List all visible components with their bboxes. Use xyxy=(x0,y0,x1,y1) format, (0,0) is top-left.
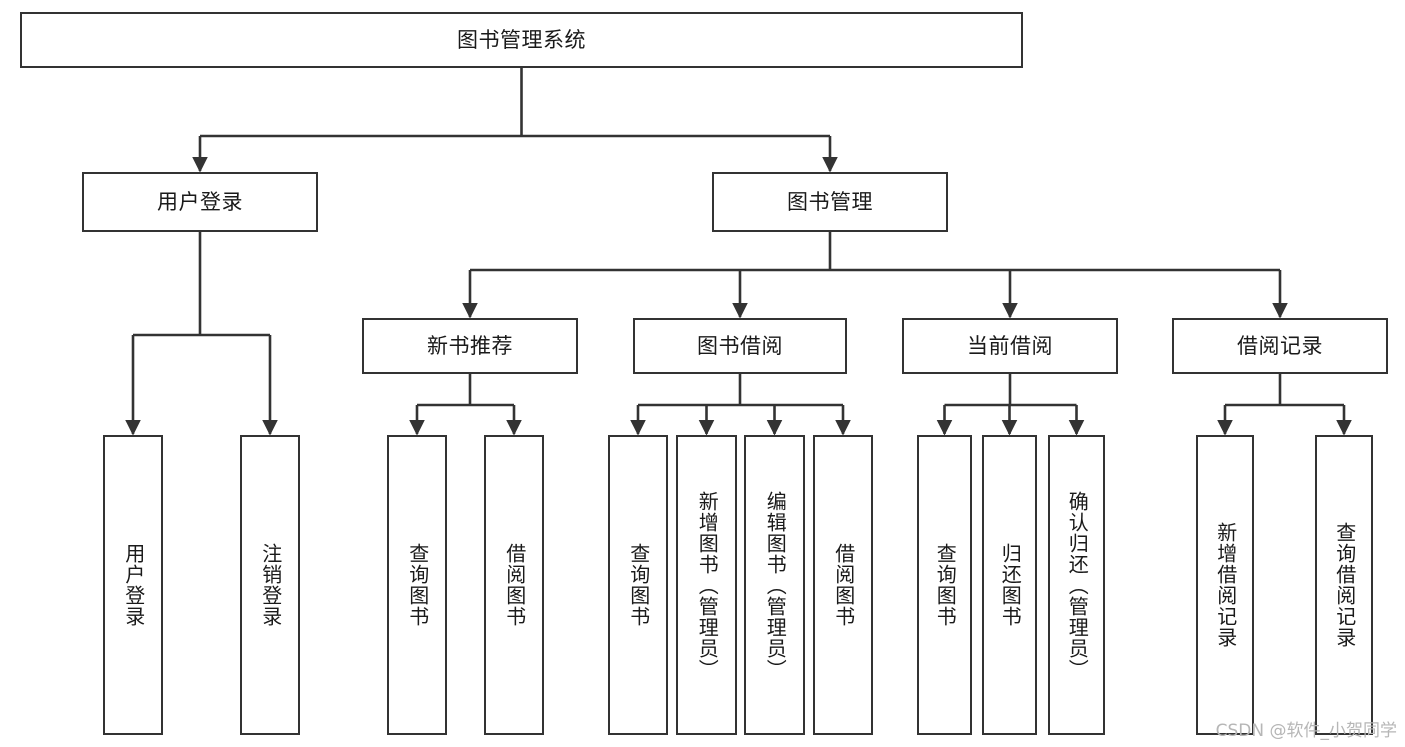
node-leaf-user-logout[interactable]: 注销登录 xyxy=(240,435,300,735)
node-leaf-bb-add[interactable]: 新增图书（管理员） xyxy=(676,435,737,735)
node-leaf-cb-confirm[interactable]: 确认归还（管理员） xyxy=(1048,435,1105,735)
node-label-leaf-bb-borrow: 借阅图书 xyxy=(831,543,856,627)
node-leaf-cb-query[interactable]: 查询图书 xyxy=(917,435,972,735)
node-label-leaf-bb-query: 查询图书 xyxy=(626,543,651,627)
node-label-leaf-bb-add: 新增图书（管理员） xyxy=(695,490,720,680)
node-label-new-book-rec: 新书推荐 xyxy=(427,333,513,358)
node-label-leaf-rec-query: 查询图书 xyxy=(405,543,430,627)
node-label-user-login: 用户登录 xyxy=(157,189,243,214)
node-label-leaf-rec-borrow: 借阅图书 xyxy=(502,543,527,627)
node-label-leaf-cb-confirm: 确认归还（管理员） xyxy=(1065,490,1090,680)
node-label-leaf-br-query: 查询借阅记录 xyxy=(1332,522,1357,648)
node-leaf-user-login[interactable]: 用户登录 xyxy=(103,435,163,735)
node-label-book-borrow: 图书借阅 xyxy=(697,333,783,358)
node-label-borrow-record: 借阅记录 xyxy=(1237,333,1323,358)
node-leaf-rec-query[interactable]: 查询图书 xyxy=(387,435,447,735)
node-new-book-rec[interactable]: 新书推荐 xyxy=(362,318,578,374)
node-label-leaf-bb-edit: 编辑图书（管理员） xyxy=(763,490,788,680)
node-label-root: 图书管理系统 xyxy=(457,27,586,52)
node-label-leaf-cb-query: 查询图书 xyxy=(933,543,958,627)
node-current-borrow[interactable]: 当前借阅 xyxy=(902,318,1118,374)
node-leaf-rec-borrow[interactable]: 借阅图书 xyxy=(484,435,544,735)
node-label-leaf-br-add: 新增借阅记录 xyxy=(1213,522,1238,648)
node-leaf-cb-return[interactable]: 归还图书 xyxy=(982,435,1037,735)
node-book-mgmt[interactable]: 图书管理 xyxy=(712,172,948,232)
edge-group xyxy=(125,68,1352,436)
node-leaf-bb-query[interactable]: 查询图书 xyxy=(608,435,668,735)
node-label-leaf-cb-return: 归还图书 xyxy=(998,543,1023,627)
node-leaf-br-query[interactable]: 查询借阅记录 xyxy=(1315,435,1373,735)
node-label-book-mgmt: 图书管理 xyxy=(787,189,873,214)
node-book-borrow[interactable]: 图书借阅 xyxy=(633,318,847,374)
node-label-current-borrow: 当前借阅 xyxy=(967,333,1053,358)
node-label-leaf-user-logout: 注销登录 xyxy=(258,543,283,627)
node-leaf-bb-borrow[interactable]: 借阅图书 xyxy=(813,435,873,735)
node-leaf-bb-edit[interactable]: 编辑图书（管理员） xyxy=(744,435,805,735)
node-user-login[interactable]: 用户登录 xyxy=(82,172,318,232)
watermark-label: CSDN @软件_小贺同学 xyxy=(1215,721,1397,741)
node-borrow-record[interactable]: 借阅记录 xyxy=(1172,318,1388,374)
node-label-leaf-user-login: 用户登录 xyxy=(121,543,146,627)
node-root[interactable]: 图书管理系统 xyxy=(20,12,1023,68)
node-leaf-br-add[interactable]: 新增借阅记录 xyxy=(1196,435,1254,735)
